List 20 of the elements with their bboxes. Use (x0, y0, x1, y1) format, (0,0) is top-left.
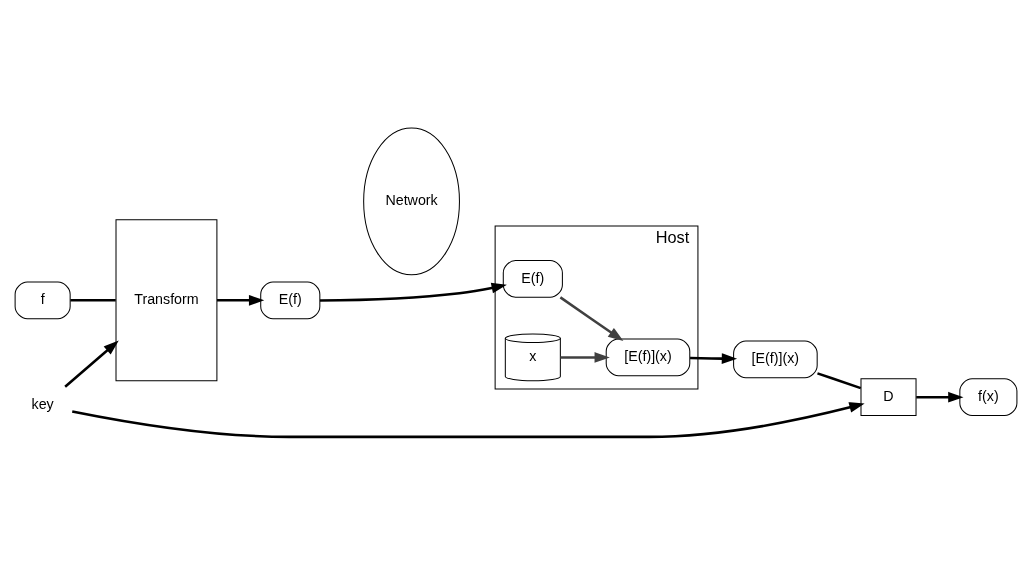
arrow (559, 351, 610, 363)
arrow (71, 401, 865, 438)
node-box: E(f) (259, 281, 320, 319)
arrow (915, 391, 963, 402)
node-text: key (31, 395, 54, 412)
arrow (559, 295, 623, 341)
node-box: Transform (115, 218, 217, 381)
arrow (63, 340, 119, 388)
arrow (319, 282, 507, 302)
arrow (689, 352, 737, 364)
connector (69, 298, 116, 302)
arrow (216, 294, 264, 306)
node-ellipse: Network (362, 127, 460, 275)
node-box: f (14, 281, 71, 319)
node-box: [E(f)](x) (605, 338, 690, 376)
node-box: [E(f)](x) (732, 340, 818, 378)
node-box: E(f) (502, 259, 563, 298)
node-box: f(x) (958, 377, 1017, 416)
node-box: D (860, 377, 917, 416)
connector (816, 371, 861, 389)
